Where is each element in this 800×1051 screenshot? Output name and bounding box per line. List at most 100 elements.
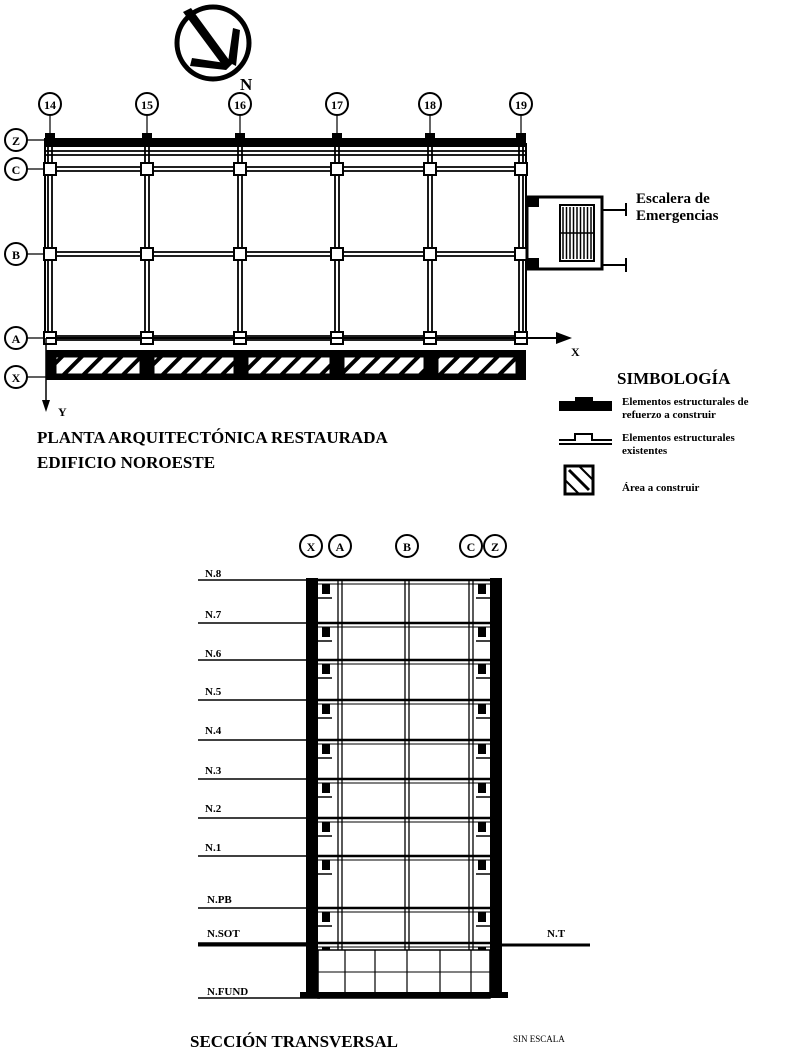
column-node-0-4 [423, 162, 437, 176]
column-node-1-1 [140, 247, 154, 261]
column-node-0-3 [330, 162, 344, 176]
legend: SIMBOLOGÍA Elementos estructurales de re… [559, 369, 749, 496]
beam-stub-left-8 [322, 912, 330, 922]
svg-text:Z: Z [12, 134, 20, 148]
section-level-labels: N.8 N.7 N.6 N.5 N.4 N.3 N.2 N.1 N.PB N.S… [205, 568, 248, 998]
column-node-1-0 [43, 247, 57, 261]
section-axis-b: B [395, 534, 419, 558]
beam-post-2 [235, 133, 245, 143]
beam-post-1 [142, 133, 152, 143]
axis-bubble-17: 17 [325, 92, 349, 116]
level-n8: N.8 [205, 568, 222, 580]
column-node-1-3 [330, 247, 344, 261]
svg-text:16: 16 [234, 98, 246, 112]
plan-title-line2: EDIFICIO NOROESTE [37, 453, 215, 472]
axis-bubble-18: 18 [418, 92, 442, 116]
beam-stub-right-8 [478, 912, 486, 922]
beam-stub-right-0 [478, 584, 486, 594]
plan-grid [27, 115, 528, 378]
legend-item2-line1: Elementos estructurales [622, 432, 735, 444]
axis-bubble-16: 16 [228, 92, 252, 116]
section-axis-a: A [328, 534, 352, 558]
beam-post-4 [425, 133, 435, 143]
y-axis-label: Y [58, 405, 67, 419]
axis-bubble-z: Z [4, 128, 28, 152]
area-to-build-strip [46, 350, 526, 380]
column-node-1-4 [423, 247, 437, 261]
legend-item3: Área a construir [622, 482, 700, 494]
svg-text:18: 18 [424, 98, 436, 112]
svg-text:C: C [12, 163, 21, 177]
section-axis-z: Z [483, 534, 507, 558]
svg-text:19: 19 [515, 98, 527, 112]
column-node-1-5 [514, 247, 528, 261]
reinforcement-wall-z [490, 578, 502, 998]
beam-post-0 [45, 133, 55, 143]
svg-text:17: 17 [331, 98, 343, 112]
level-n4: N.4 [205, 725, 222, 737]
svg-text:B: B [403, 540, 411, 554]
beam-stub-left-0 [322, 584, 330, 594]
plan-title-line1: PLANTA ARQUITECTÓNICA RESTAURADA [37, 428, 388, 447]
ground-level-label: N.T [547, 928, 566, 940]
svg-text:B: B [12, 248, 20, 262]
column-node-0-5 [514, 162, 528, 176]
svg-text:14: 14 [44, 98, 56, 112]
section-axes: X A B C Z [299, 534, 507, 558]
svg-text:A: A [12, 332, 21, 346]
svg-text:C: C [467, 540, 476, 554]
beam-stub-right-5 [478, 783, 486, 793]
svg-text:X: X [12, 371, 21, 385]
reinforcement-beam-z [44, 138, 526, 147]
level-npb: N.PB [207, 894, 232, 906]
column-node-0-0 [43, 162, 57, 176]
beam-stub-right-4 [478, 744, 486, 754]
beam-post-3 [332, 133, 342, 143]
level-n1: N.1 [205, 842, 221, 854]
plan-column-axes: 14 15 16 17 18 19 [38, 92, 533, 116]
reinforcement-wall-x [306, 578, 318, 998]
axis-bubble-b: B [4, 242, 28, 266]
beam-stub-right-6 [478, 822, 486, 832]
legend-item1-line2: refuerzo a construir [622, 409, 716, 421]
axis-bubble-a: A [4, 326, 28, 350]
beam-stub-left-4 [322, 744, 330, 754]
section-axis-x: X [299, 534, 323, 558]
hatched-area-symbol-icon [563, 464, 595, 496]
beam-stub-left-5 [322, 783, 330, 793]
section-building [198, 578, 590, 999]
foundation-slab [300, 992, 508, 998]
level-nfund: N.FUND [207, 986, 248, 998]
svg-text:15: 15 [141, 98, 153, 112]
level-nsot: N.SOT [207, 928, 240, 940]
north-arrow-icon [174, 4, 252, 82]
beam-stub-right-1 [478, 627, 486, 637]
stair-label-line2: Emergencias [636, 208, 719, 224]
north-label: N [240, 75, 253, 94]
svg-text:A: A [336, 540, 345, 554]
level-n7: N.7 [205, 609, 222, 621]
level-n2: N.2 [205, 803, 222, 815]
section-axis-c: C [459, 534, 483, 558]
stair-label-line1: Escalera de [636, 191, 710, 207]
level-n5: N.5 [205, 686, 222, 698]
emergency-stair [525, 195, 627, 272]
axis-bubble-x: X [4, 365, 28, 389]
legend-item2-line2: existentes [622, 445, 668, 457]
scale-note: SIN ESCALA [513, 1034, 565, 1044]
legend-title: SIMBOLOGÍA [617, 369, 731, 388]
column-node-0-2 [233, 162, 247, 176]
column-node-0-1 [140, 162, 154, 176]
level-n6: N.6 [205, 648, 222, 660]
axis-bubble-c: C [4, 157, 28, 181]
beam-stub-left-3 [322, 704, 330, 714]
existing-element-symbol-icon [559, 433, 612, 445]
beam-stub-left-6 [322, 822, 330, 832]
legend-item1-line1: Elementos estructurales de [622, 396, 749, 408]
section-title: SECCIÓN TRANSVERSAL [190, 1032, 398, 1051]
reinforcement-symbol-icon [559, 397, 612, 411]
beam-stub-right-3 [478, 704, 486, 714]
plan-coordinate-axes [42, 332, 572, 412]
beam-stub-right-7 [478, 860, 486, 870]
